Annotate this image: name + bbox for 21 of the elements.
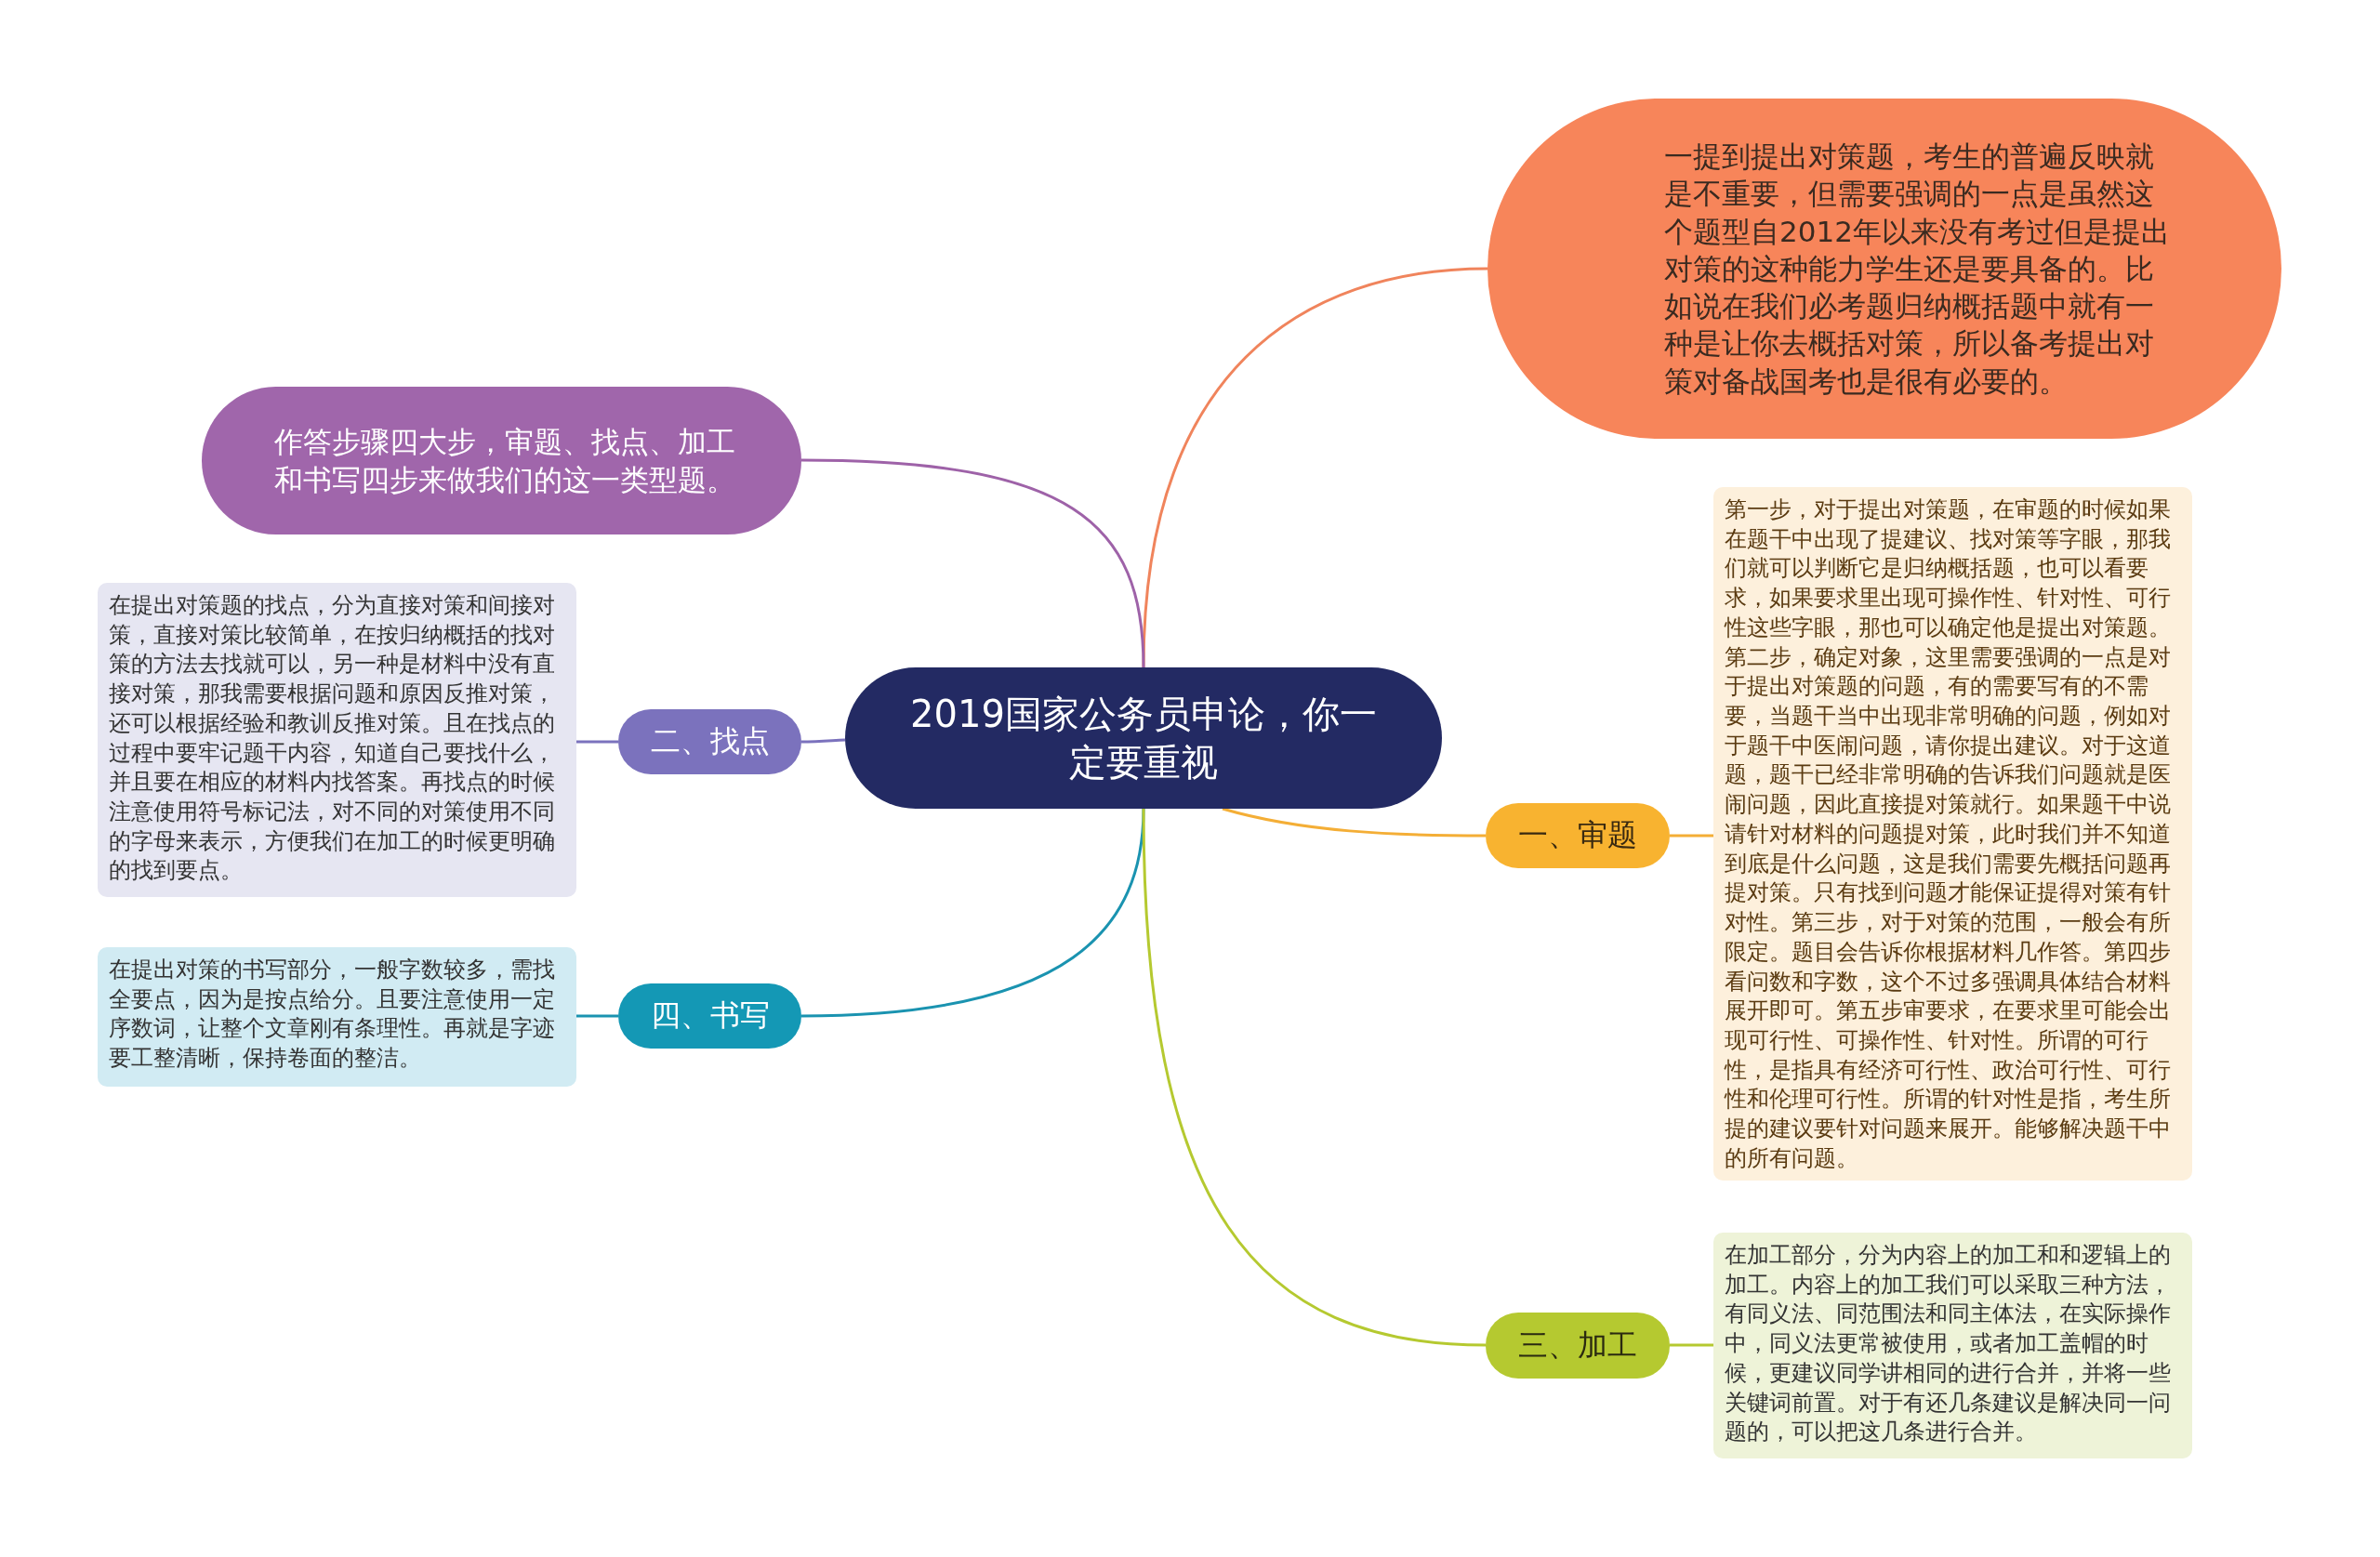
branch-label: 四、书写 xyxy=(618,983,801,1049)
note-box: 第一步，对于提出对策题，在审题的时候如果在题干中出现了提建议、找对策等字眼，那我们就可以判断它是归纳概括题，也可以看要求，如果要求里出现可操作性、针对性、可行性这些字眼，那也可以确定他是提出对策题。第二步，确定对象，这里需要强调的一点是对于提出对策题的问题，有的需要写有的不需要，当题干当中出现非常明确的问题，例如对于题干中医闹问题，请你提出建议。对于这道题，题干已经非常明确的告诉我们问题就是医闹问题，因此直接提对策就行。如果题干中说请针对材料的问题提对策，此时我们并不知道到底是什么问题，这是我们需要先概括问题再提对策。只有找到问题才能保证提得对策有针对性。第三步，对于对策的范围，一般会有所限定。题目会告诉你根据材料几作答。第四步看问数和字数，这个不过多强调具体结合材料展开即可。第五步审要求，在要求里可能会出现可行性、可操作性、针对性。所谓的可行性，是指具有经济可行性、政治可行性、可行性和伦理可行性。所谓的针对性是指，考生所提的建议要针对问题来展开。能够解决题干中的所有问题。 xyxy=(1713,487,2192,1181)
connector-line xyxy=(576,740,618,744)
connector-line xyxy=(1670,1343,1713,1347)
topic-bubble: 作答步骤四大步，审题、找点、加工和书写四步来做我们的这一类型题。 xyxy=(202,387,801,534)
topic-bubble: 一提到提出对策题，考生的普遍反映就是不重要，但需要强调的一点是虽然这个题型自2012年以来没有考过但是提出对策的这种能力学生还是要具备的。比如说在我们必考题归纳概括题中就有一种是让你去概括对策，所以备考提出对策对备战国考也是很有必要的。 xyxy=(1488,99,2281,439)
central-topic: 2019国家公务员申论，你一定要重视 xyxy=(845,667,1442,809)
note-box: 在加工部分，分为内容上的加工和和逻辑上的加工。内容上的加工我们可以采取三种方法，有同义法、同范围法和同主体法，在实际操作中，同义法更常被使用，或者加工盖帽的时候，更建议同学讲相同的进行合并，并将一些关键词前置。对于有还几条建议是解决同一问题的，可以把这几条进行合并。 xyxy=(1713,1233,2192,1458)
connector-line xyxy=(1142,808,1487,1347)
note-box: 在提出对策的书写部分，一般字数较多，需找全要点，因为是按点给分。且要注意使用一定序数词，让整个文章刚有条理性。再就是字迹要工整清晰，保持卷面的整洁。 xyxy=(98,947,576,1087)
connector-line xyxy=(800,458,1145,668)
connector-line xyxy=(800,808,1145,1018)
connector-line xyxy=(1142,267,1488,668)
connector-line xyxy=(1222,807,1486,838)
branch-label: 三、加工 xyxy=(1486,1313,1670,1379)
connector-line xyxy=(1670,834,1713,838)
connector-line xyxy=(801,738,846,744)
note-box: 在提出对策题的找点，分为直接对策和间接对策，直接对策比较简单，在按归纳概括的找对策的方法去找就可以，另一种是材料中没有直接对策，那我需要根据问题和原因反推对策，还可以根据经验和教训反推对策。且在找点的过程中要牢记题干内容，知道自己要找什么，并且要在相应的材料内找答案。再找点的时候注意使用符号标记法，对不同的对策使用不同的字母来表示，方便我们在加工的时候更明确的找到要点。 xyxy=(98,583,576,897)
branch-label: 二、找点 xyxy=(618,709,801,774)
branch-label: 一、审题 xyxy=(1486,803,1670,868)
connector-line xyxy=(576,1014,618,1018)
